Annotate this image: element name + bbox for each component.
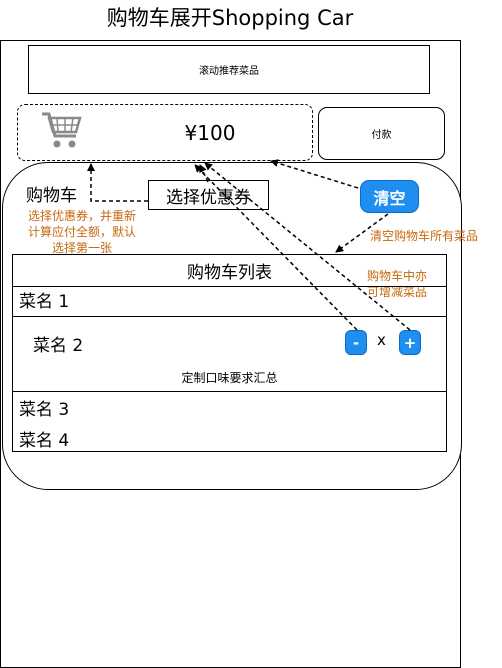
shopping-cart-icon [42, 112, 82, 148]
coupon-note: 选择优惠券，并重新 计算应付全额，默认 选择第一张 [14, 208, 150, 256]
cart-list-header: 购物车列表 [13, 255, 446, 287]
plus-icon: + [403, 333, 417, 352]
cart-bar[interactable] [17, 104, 313, 161]
stepper-note: 购物车中亦 可增减菜品 [350, 268, 444, 300]
special-request-summary: 定制口味要求汇总 [181, 371, 278, 385]
clear-to-list-arrow [335, 213, 389, 253]
minus-icon: - [352, 333, 360, 352]
coupon-note-line: 选择第一张 [51, 241, 112, 255]
increase-button[interactable]: + [399, 330, 421, 355]
clear-to-amount-arrow [270, 159, 359, 189]
banner-label: 滚动推荐菜品 [199, 66, 259, 77]
coupon-to-cart-arrow [87, 163, 148, 202]
stepper-note-line: 可增减菜品 [366, 285, 427, 299]
cart-panel-title: 购物车 [26, 186, 77, 206]
clear-button-label: 清空 [373, 188, 406, 208]
pay-button[interactable]: 付款 [318, 107, 445, 160]
stepper-note-line: 购物车中亦 [366, 269, 427, 283]
clear-note: 清空购物车所有菜品 [370, 229, 479, 243]
list-item[interactable]: 菜名 3 [19, 400, 70, 420]
list-item[interactable]: 菜名 1 [13, 287, 446, 317]
recommend-banner[interactable]: 滚动推荐菜品 [28, 45, 430, 94]
coupon-select-button[interactable]: 选择优惠券 [148, 180, 269, 210]
coupon-button-label: 选择优惠券 [166, 187, 251, 208]
minus-to-amount-arrow [194, 164, 358, 331]
coupon-note-line: 计算应付全额，默认 [27, 225, 136, 239]
pay-button-label: 付款 [371, 130, 392, 141]
coupon-note-line: 选择优惠券，并重新 [27, 209, 136, 223]
list-item-label: 菜名 2 [33, 336, 84, 356]
diagram-title: 购物车展开Shopping Car [106, 6, 354, 30]
plus-to-amount-arrow [204, 162, 411, 331]
list-item[interactable]: 菜名 2 定制口味要求汇总 [13, 317, 446, 392]
decrease-button[interactable]: - [345, 330, 367, 355]
clear-cart-button[interactable]: 清空 [360, 180, 419, 213]
quantity-times-label: x [377, 331, 386, 349]
cart-amount: ¥100 [184, 120, 236, 145]
list-item[interactable]: 菜名 4 [19, 431, 70, 451]
cart-list: 购物车列表 菜名 1 菜名 2 定制口味要求汇总 菜名 3 菜名 4 [12, 254, 447, 452]
